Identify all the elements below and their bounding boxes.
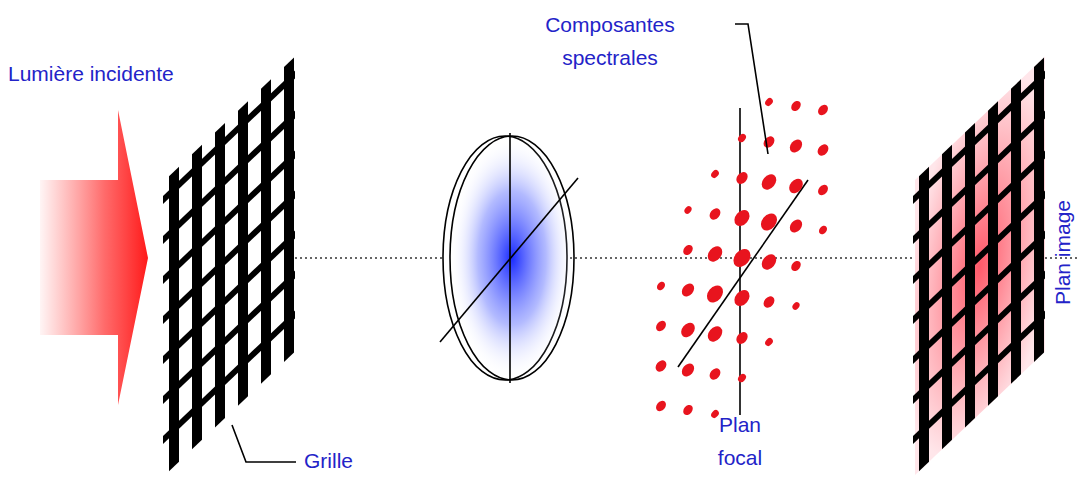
spectral-spot — [705, 244, 725, 265]
spectral-spot — [761, 294, 776, 310]
spectral-spot — [654, 399, 668, 413]
image-grid — [913, 56, 1045, 476]
spectral-spot — [730, 246, 754, 271]
spectral-spot — [679, 281, 696, 299]
text-label: Lumière incidente — [8, 57, 238, 90]
text-label: Composantes spectrales — [530, 8, 690, 74]
spectral-spots — [653, 97, 830, 420]
spectral-spot — [787, 217, 804, 235]
spectral-spot — [817, 224, 828, 236]
spectral-spot — [710, 169, 721, 180]
text-label: Plan image — [1045, 193, 1078, 313]
spectral-spot — [761, 134, 776, 150]
spectral-spot — [815, 142, 830, 158]
light-arrow — [40, 110, 148, 405]
spectral-spot — [654, 319, 668, 333]
text-label: Plan focal — [700, 408, 780, 474]
object-grid — [163, 56, 295, 476]
lens — [440, 133, 578, 383]
spectral-spot — [736, 372, 747, 383]
spectral-spot — [734, 170, 750, 186]
leader-line — [232, 425, 296, 462]
spectral-spot — [705, 324, 725, 345]
spectral-spot — [655, 280, 666, 292]
spectral-spot — [789, 99, 802, 113]
spectral-spot — [681, 243, 694, 257]
spectral-spot — [710, 409, 721, 420]
spectral-spot — [707, 366, 722, 382]
spectral-spot — [681, 403, 694, 417]
spectral-spot — [704, 282, 727, 305]
spectral-spot — [786, 176, 805, 196]
spectral-spot — [764, 97, 775, 108]
spectral-spot — [791, 301, 801, 311]
leader-line — [735, 24, 768, 154]
spectral-spot — [758, 210, 781, 233]
spectral-spot — [734, 330, 750, 346]
spectral-spot — [678, 320, 697, 340]
spectral-spot — [789, 259, 802, 273]
focal-plane-axes — [678, 108, 808, 415]
spectral-spot — [787, 137, 804, 155]
spectral-spot — [731, 287, 752, 309]
spectral-spot — [736, 132, 747, 143]
spectral-spot — [816, 103, 830, 117]
spectral-spot — [679, 361, 696, 379]
spectral-spot — [759, 172, 779, 193]
spectral-spot — [707, 206, 722, 222]
spectral-spot — [816, 183, 830, 197]
spectral-spot — [759, 252, 779, 273]
spectral-spot — [731, 207, 752, 229]
text-label: Grille — [304, 444, 394, 477]
spectral-spot — [653, 358, 668, 374]
spectral-spot — [764, 337, 775, 348]
spectral-spot — [683, 205, 693, 215]
